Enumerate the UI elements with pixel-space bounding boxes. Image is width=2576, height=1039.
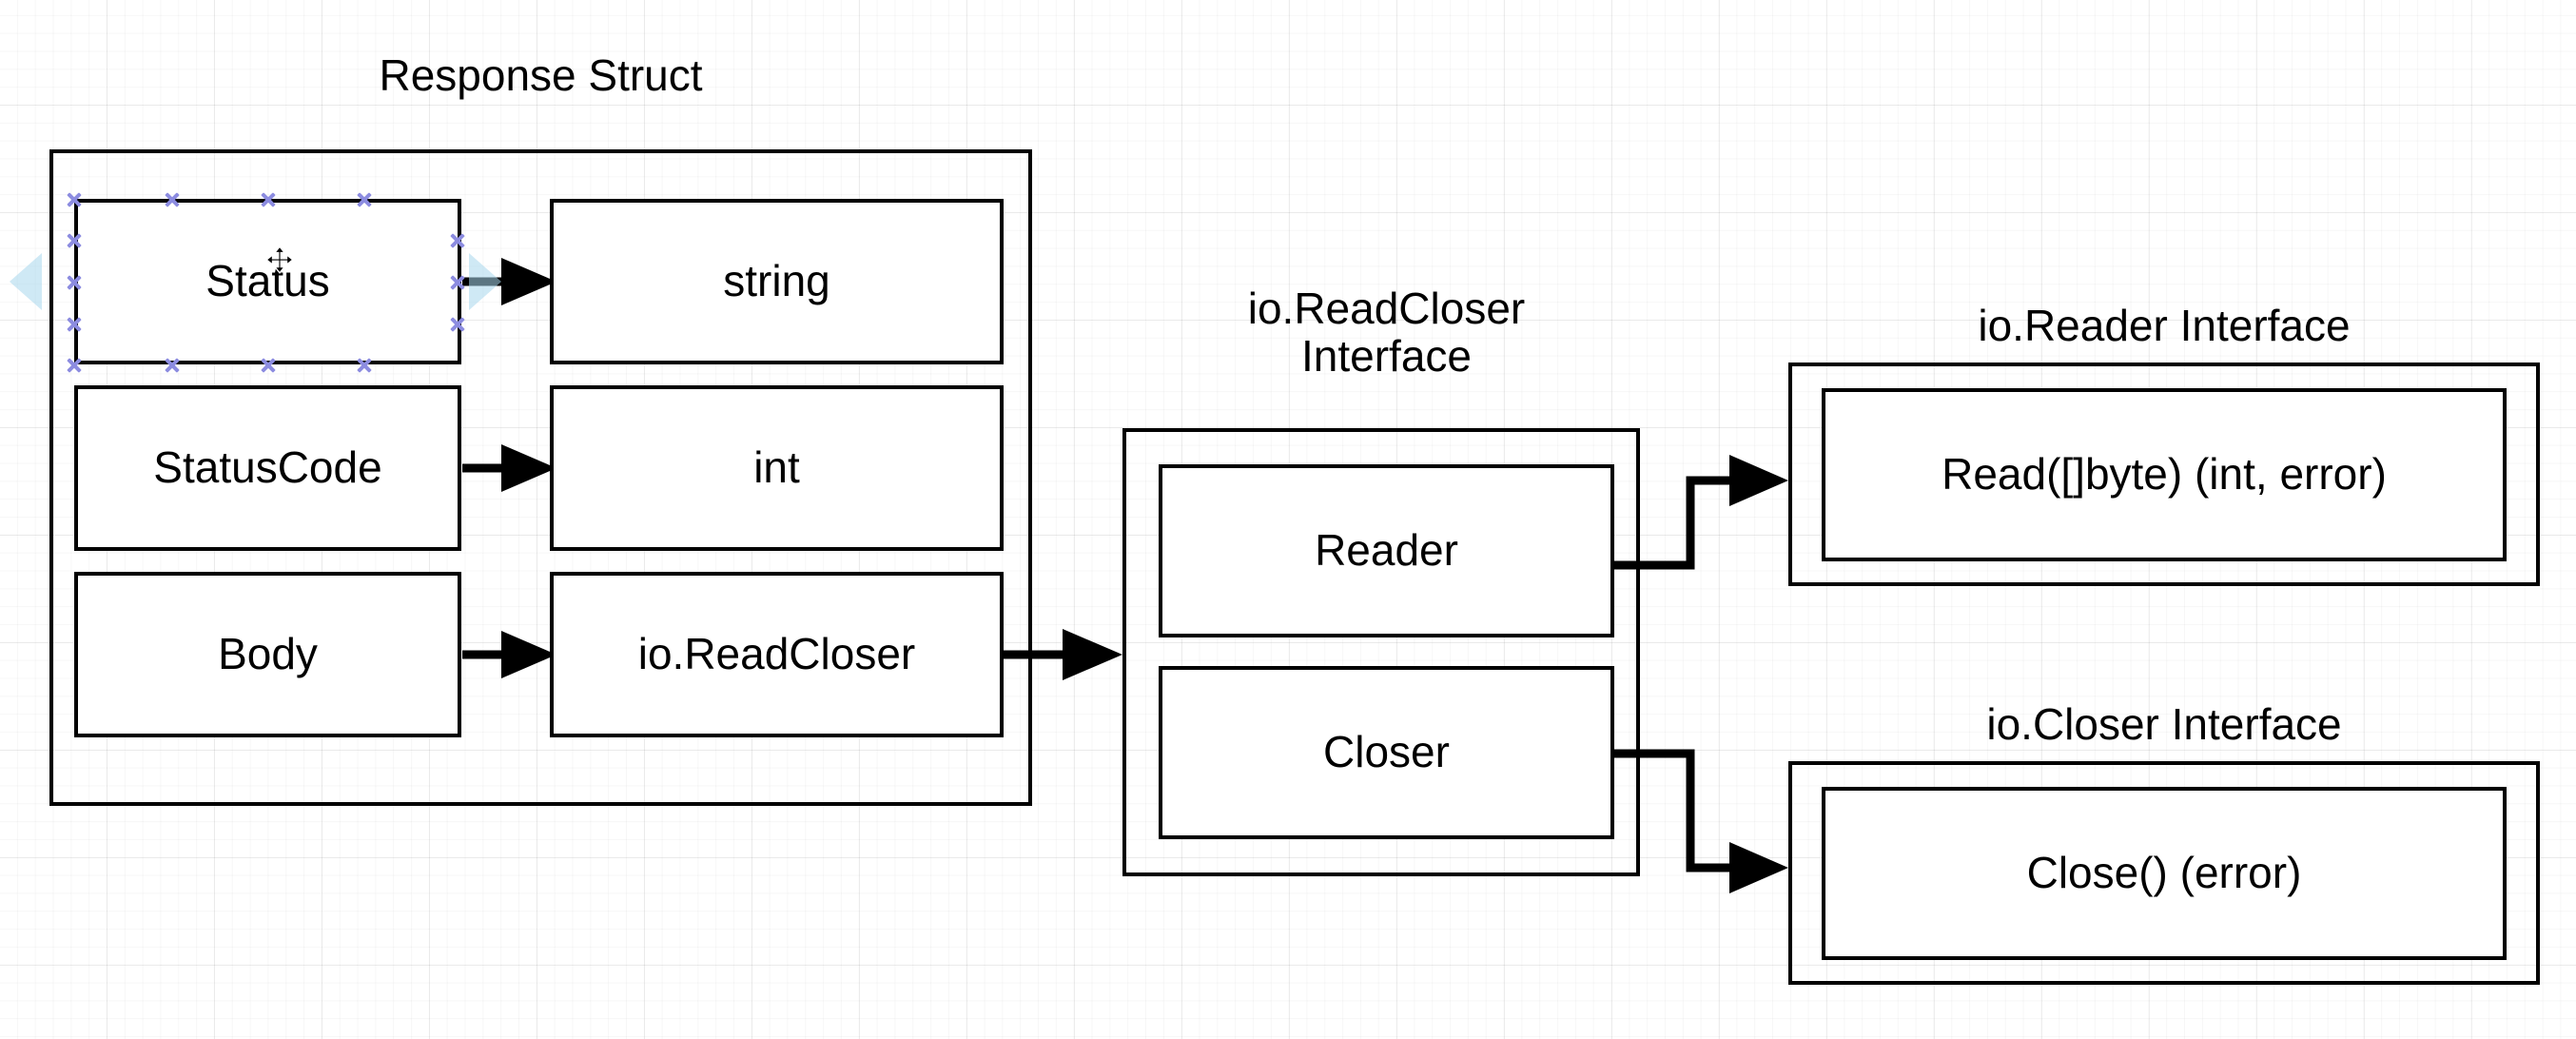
field-body-label: Body — [218, 629, 318, 679]
response-struct-container[interactable] — [49, 149, 1032, 806]
member-closer-label: Closer — [1323, 727, 1450, 777]
readcloser-interface-title: io.ReadCloser Interface — [1247, 284, 1526, 381]
type-ioreadcloser-box[interactable]: io.ReadCloser — [550, 572, 1004, 737]
member-closer-box[interactable]: Closer — [1159, 666, 1614, 839]
field-body-box[interactable]: Body — [74, 572, 461, 737]
type-ioreadcloser-label: io.ReadCloser — [637, 629, 916, 679]
member-reader-box[interactable]: Reader — [1159, 464, 1614, 637]
reader-interface-container[interactable] — [1788, 363, 2540, 586]
field-statuscode-box[interactable]: StatusCode — [74, 385, 461, 551]
closer-interface-title: io.Closer Interface — [1986, 699, 2342, 749]
method-close-label: Close() (error) — [2026, 848, 2302, 898]
method-read-box[interactable]: Read([]byte) (int, error) — [1822, 388, 2507, 561]
type-int-box[interactable]: int — [550, 385, 1004, 551]
edge-reader-to-reader-interface[interactable] — [1614, 455, 1788, 570]
field-statuscode-label: StatusCode — [153, 442, 382, 493]
closer-interface-container[interactable] — [1788, 761, 2540, 985]
type-int-label: int — [753, 442, 800, 493]
method-read-label: Read([]byte) (int, error) — [1942, 449, 2387, 500]
field-status-box[interactable]: Status — [74, 199, 461, 364]
readcloser-interface-container[interactable] — [1122, 428, 1640, 876]
type-string-box[interactable]: string — [550, 199, 1004, 364]
type-string-label: string — [723, 256, 830, 306]
connect-hint-left-icon — [10, 253, 42, 310]
member-reader-label: Reader — [1315, 525, 1458, 576]
response-struct-title: Response Struct — [379, 50, 703, 100]
reader-interface-title: io.Reader Interface — [1978, 301, 2351, 350]
edge-closer-to-closer-interface[interactable] — [1614, 749, 1788, 893]
field-status-label: Status — [205, 256, 330, 306]
method-close-box[interactable]: Close() (error) — [1822, 787, 2507, 960]
